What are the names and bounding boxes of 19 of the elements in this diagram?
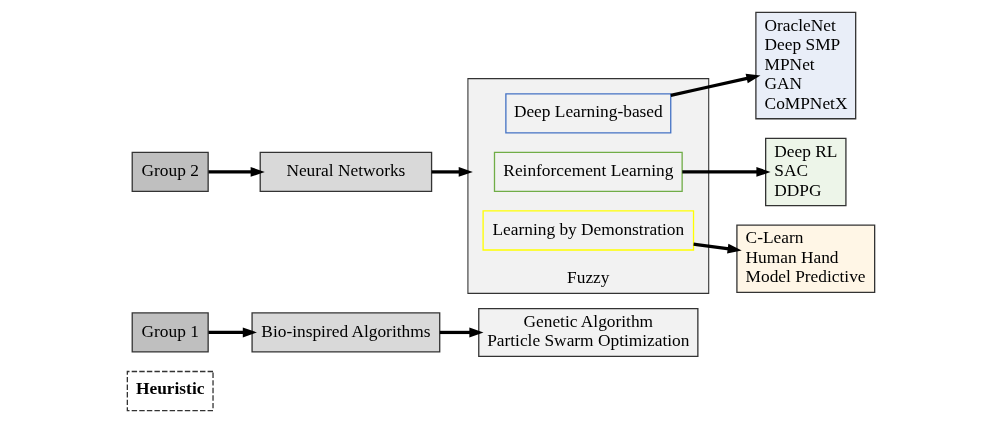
node-box: OracleNet Deep SMP MPNet GAN CoMPNetX	[755, 11, 857, 120]
arrow	[208, 166, 265, 177]
node-box: Bio-inspired Algorithms	[251, 312, 441, 353]
arrow	[682, 166, 771, 177]
arrow	[208, 327, 257, 338]
node-box: Genetic Algorithm Particle Swarm Optimization	[478, 307, 699, 357]
node-box: Heuristic	[126, 370, 214, 412]
node-box: Deep Learning-based	[505, 93, 672, 134]
arrow	[670, 73, 761, 97]
node-box: Reinforcement Learning	[493, 151, 683, 193]
arrow	[693, 242, 742, 254]
node-box: Deep RL SAC DDPG	[765, 137, 847, 207]
node-box: Group 2	[131, 151, 209, 193]
node-box: C-Learn Human Hand Model Predictive	[736, 224, 876, 293]
node-box: Learning by Demonstration	[482, 210, 695, 251]
arrow	[431, 166, 473, 177]
node-box: Group 1	[131, 312, 209, 353]
arrow	[439, 327, 484, 338]
node-box: Neural Networks	[259, 151, 433, 193]
